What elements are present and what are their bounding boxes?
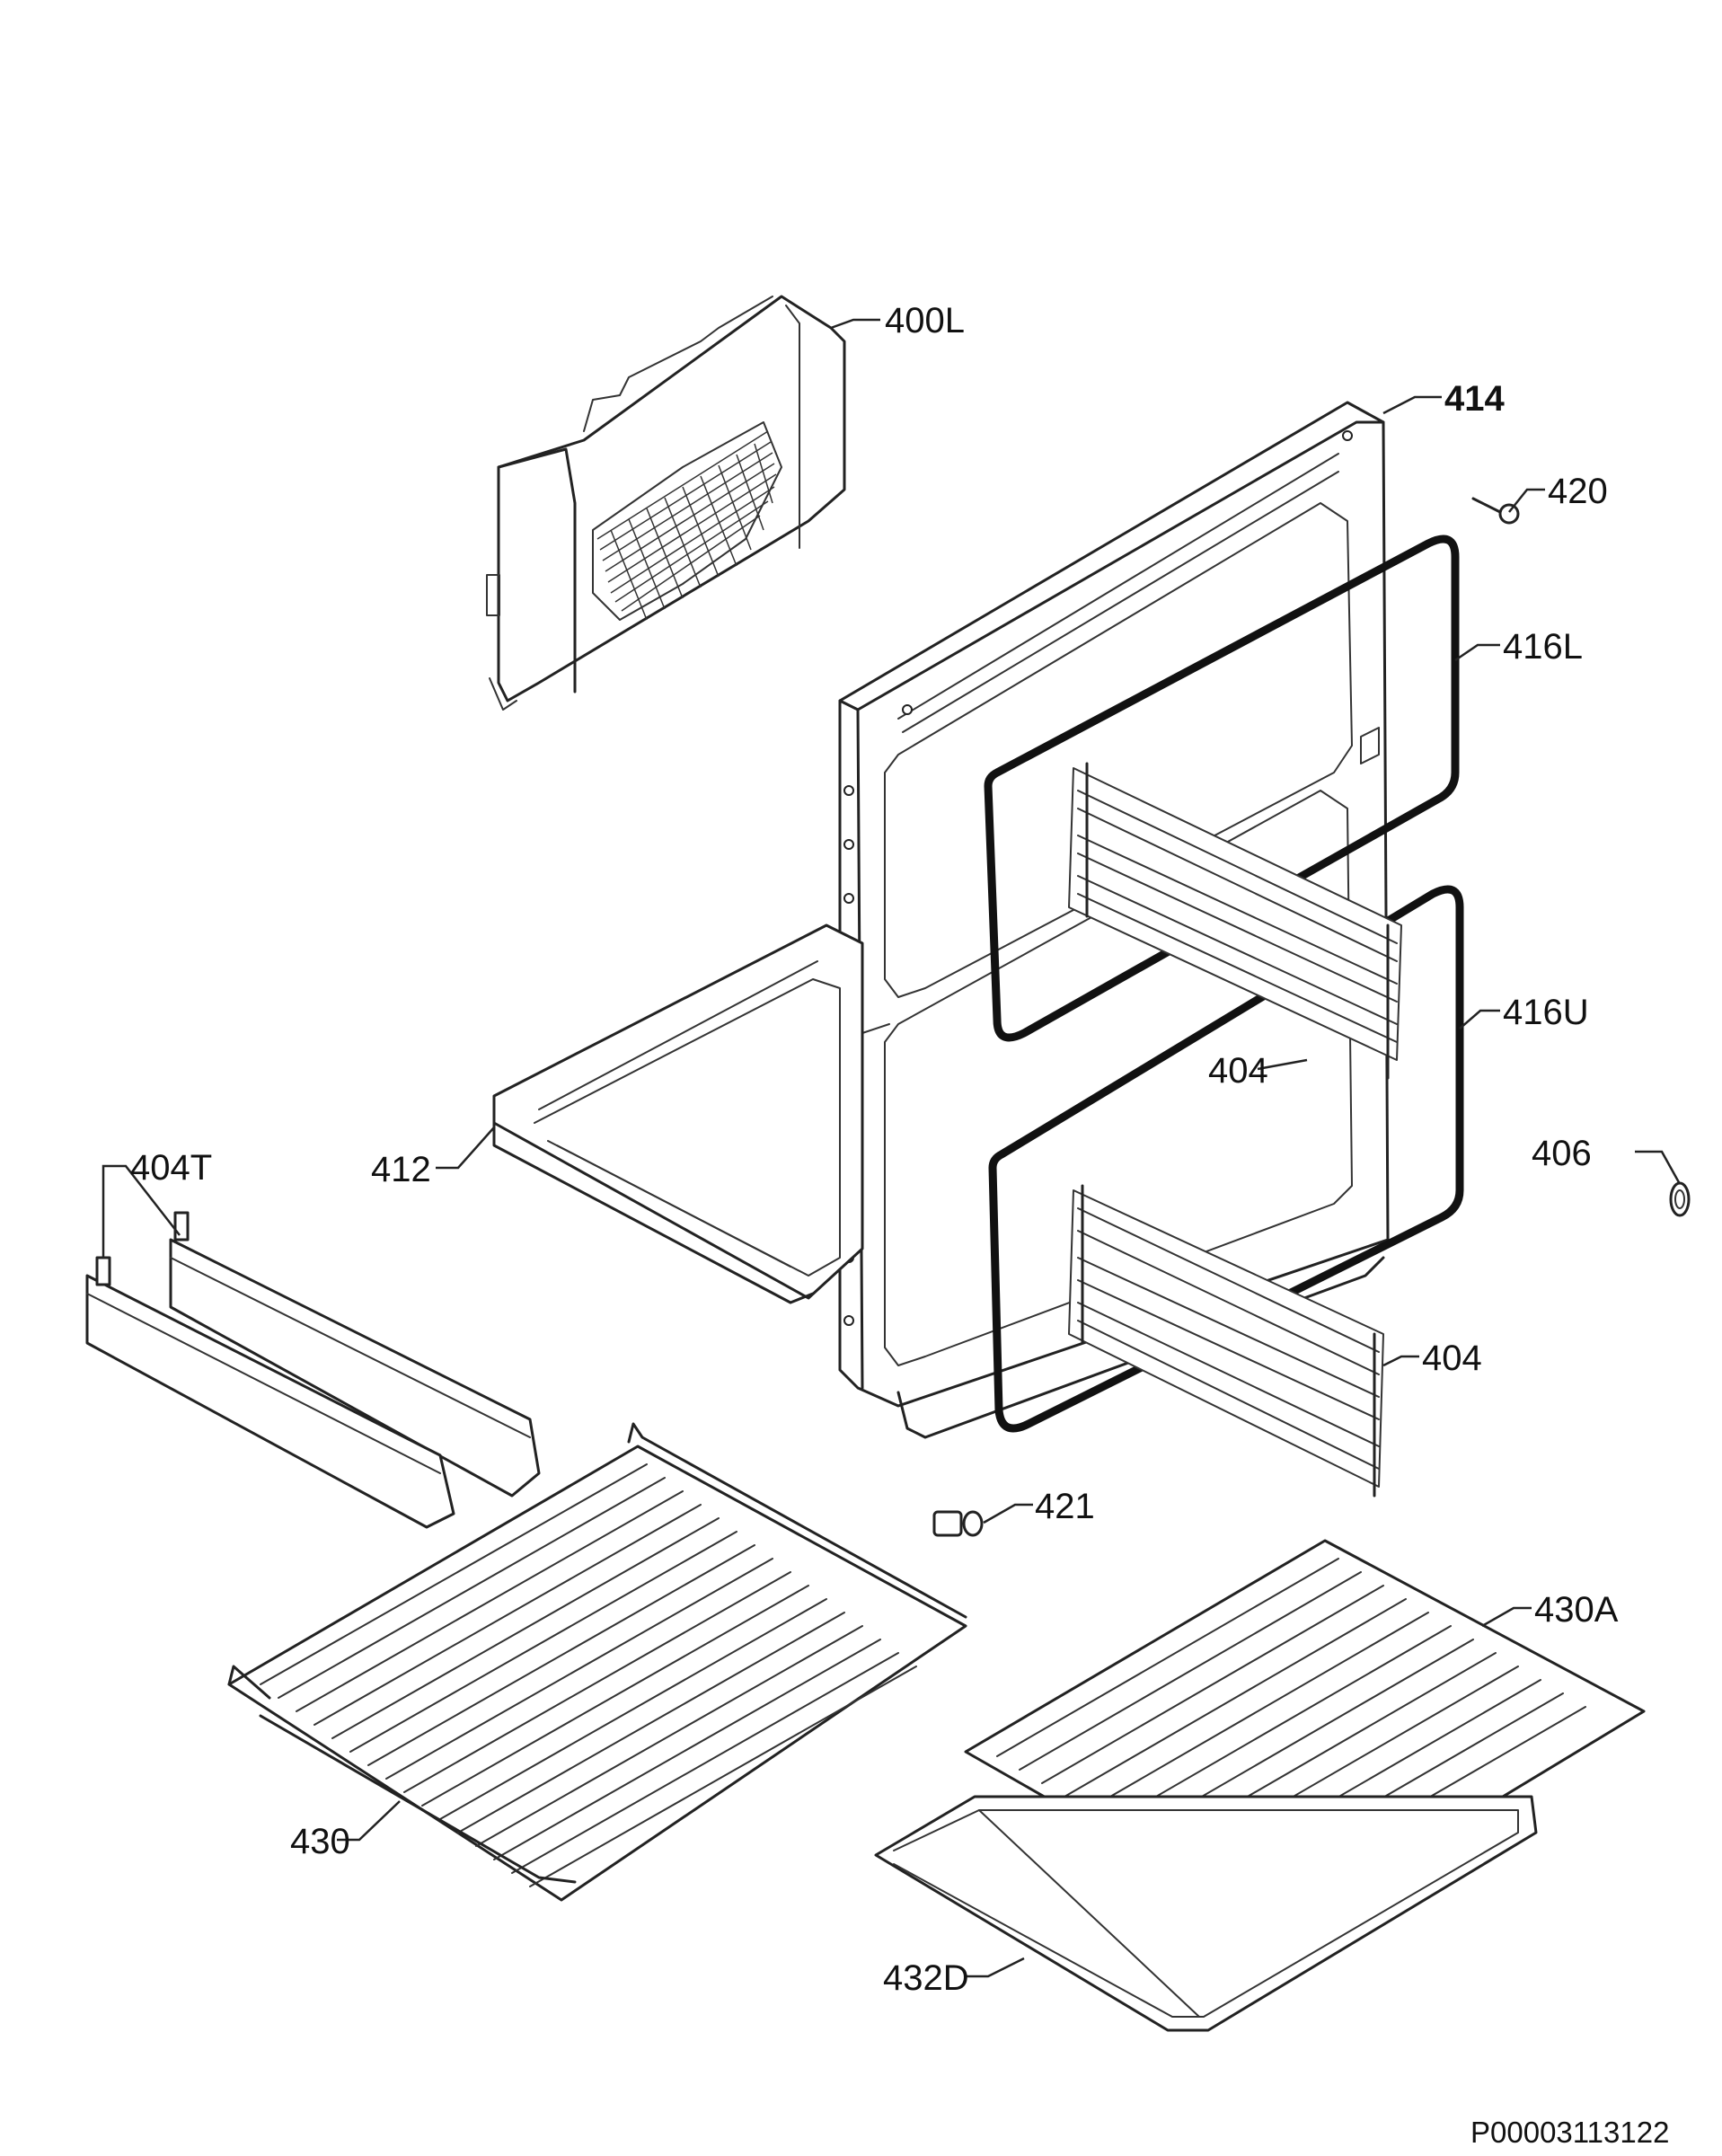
part-432D-baking-tray — [874, 1795, 1538, 2032]
label-406: 406 — [1532, 1134, 1592, 1173]
label-404-upper: 404 — [1208, 1051, 1268, 1091]
perforated-grille — [596, 430, 777, 621]
label-416L: 416L — [1503, 627, 1583, 667]
label-400L: 400L — [885, 301, 965, 340]
part-412-base-frame — [492, 923, 864, 1304]
part-430-wire-shelf — [227, 1422, 967, 1902]
part-404-lower-runner — [1068, 1184, 1384, 1498]
leader-lines — [102, 318, 1682, 1978]
label-430: 430 — [290, 1822, 350, 1861]
part-416U-lower-seal — [988, 885, 1464, 1433]
label-432D: 432D — [883, 1958, 969, 1998]
part-416L-upper-seal — [984, 535, 1460, 1042]
label-404T: 404T — [130, 1148, 212, 1188]
label-430A: 430A — [1534, 1590, 1619, 1630]
part-421-bushing — [932, 1510, 984, 1537]
label-412: 412 — [371, 1150, 431, 1189]
part-labels: 400L 414 420 416L 416U 404 404 406 404T … — [130, 301, 1619, 1998]
label-404-lower: 404 — [1422, 1339, 1482, 1378]
diagram-reference-number: P00003113122 — [1470, 2116, 1669, 2149]
label-416U: 416U — [1503, 993, 1589, 1032]
label-421: 421 — [1035, 1487, 1095, 1526]
part-406-fastener — [1669, 1181, 1691, 1217]
part-420-screw — [1471, 497, 1520, 525]
part-404-upper-runner — [1068, 762, 1402, 1080]
label-420: 420 — [1548, 472, 1608, 511]
label-414: 414 — [1444, 379, 1505, 419]
part-400L-fan-cover — [486, 295, 846, 711]
part-404T-telescopic-runners — [85, 1211, 541, 1529]
